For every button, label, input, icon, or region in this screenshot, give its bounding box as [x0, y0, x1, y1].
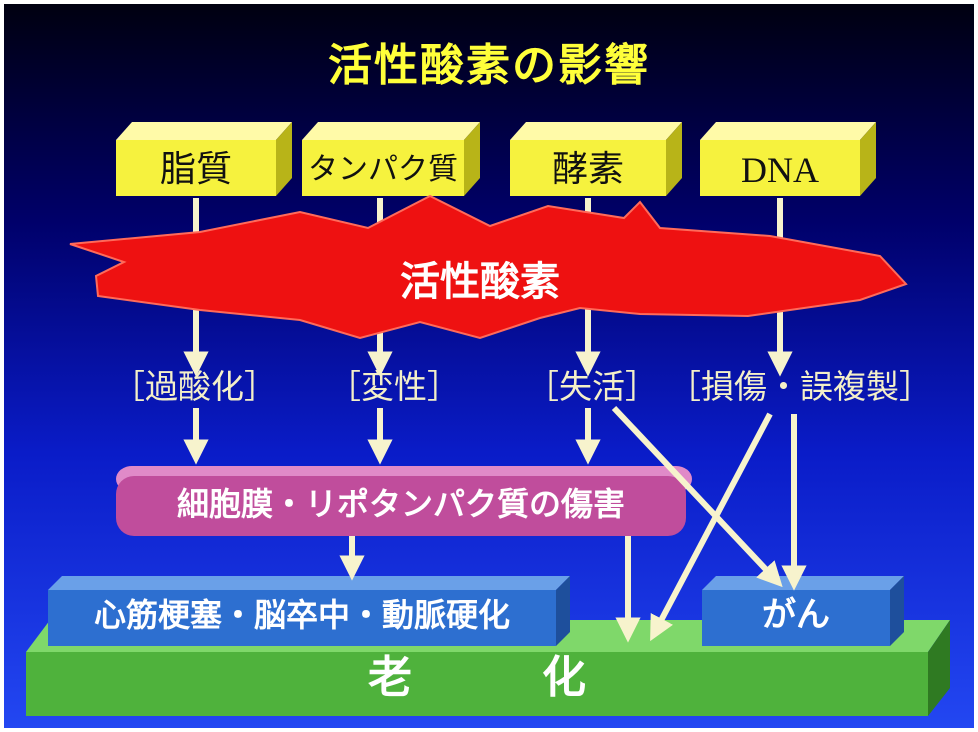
arrow-inactivation-to-cancer — [611, 405, 783, 588]
effect-dna-damage: ［損傷・誤複製］ — [668, 367, 932, 406]
target-label-enzyme: 酵素 — [551, 149, 624, 190]
effect-inactivation: ［失活］ — [526, 367, 658, 406]
damage-box — [116, 466, 692, 536]
arrow-dna-damage-to-aging — [650, 412, 773, 642]
effect-denaturation: ［変性］ — [328, 367, 460, 406]
target-box-protein — [302, 122, 480, 196]
target-box-lipid — [116, 122, 292, 196]
disease-box — [48, 576, 570, 646]
target-box-enzyme — [510, 122, 682, 196]
effect-peroxidation: ［過酸化］ — [112, 367, 277, 406]
membrane-damage-label: 細胞膜・リポタンパク質の傷害 — [176, 485, 625, 523]
cancer-box — [702, 576, 904, 646]
target-label-lipid: 脂質 — [159, 149, 232, 190]
reactive-oxygen-label: 活性酸素 — [400, 259, 560, 305]
slide-title: 活性酸素の影響 — [328, 40, 650, 91]
target-label-protein: タンパク質 — [308, 152, 458, 187]
target-box-dna — [700, 122, 876, 196]
reactive-oxygen-blast — [69, 194, 908, 340]
target-label-dna: DNA — [741, 150, 819, 190]
disease-label: 心筋梗塞・脳卒中・動脈硬化 — [93, 596, 510, 634]
cancer-label: がん — [762, 595, 830, 635]
aging-label: 老化 — [368, 652, 716, 703]
